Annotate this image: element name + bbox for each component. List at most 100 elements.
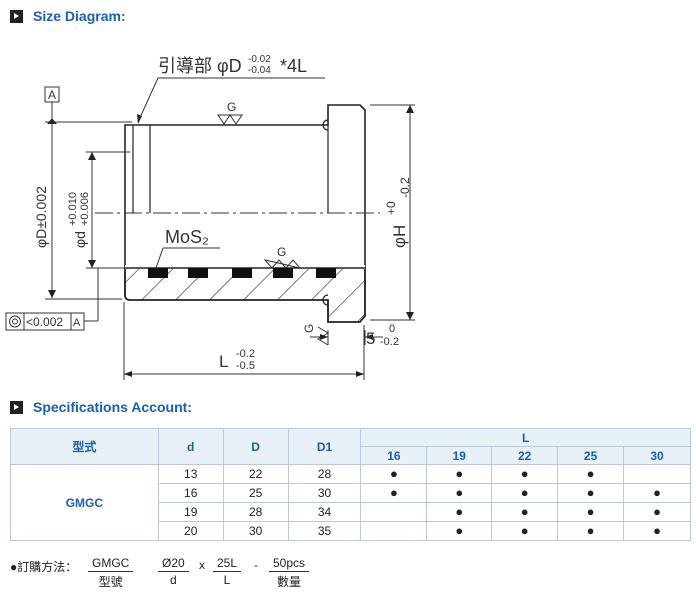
roughness-icon	[317, 326, 329, 346]
order-method-label: ●訂購方法：	[10, 560, 78, 574]
roughness-icon	[263, 259, 302, 269]
length-tol-lower: -0.5	[236, 360, 255, 372]
header-L: L	[360, 428, 691, 447]
cell-D: 25	[222, 483, 289, 503]
header-l-value: 22	[491, 446, 559, 465]
phi-small-d-tol-upper: +0.010	[67, 192, 79, 226]
leader-label: 引導部 φD	[158, 56, 242, 76]
order-part-caption: 型號	[98, 575, 123, 589]
phi-h-tol-upper: +0	[384, 201, 398, 215]
lubricant-leader	[155, 247, 164, 269]
order-part-value: GMGC	[88, 556, 134, 572]
cell-D: 30	[222, 521, 289, 541]
roughness-label-mid: G	[277, 245, 286, 259]
header-model: 型式	[10, 428, 159, 465]
specifications-table: 型式 d D D1 L 16 19 22 25 30 GMGC 13 22 28…	[10, 428, 691, 541]
concentricity-datum: A	[73, 317, 81, 329]
cell-D: 22	[222, 464, 289, 484]
arrow-right-icon	[10, 400, 23, 414]
availability-dot: ●	[623, 483, 691, 503]
leader-tol-lower: -0.04	[248, 65, 271, 76]
length-dimension: L	[219, 352, 228, 371]
concentricity-tolerance: <0.002	[26, 315, 63, 329]
availability-dot: ●	[426, 464, 493, 484]
order-part-caption: L	[223, 573, 231, 587]
order-part-model: GMGC 型號	[88, 556, 134, 590]
size-diagram-header: Size Diagram:	[10, 8, 126, 24]
availability-dot: ●	[360, 464, 428, 484]
availability-dot: ●	[491, 483, 559, 503]
order-part-quantity: 50pcs 數量	[269, 556, 310, 590]
section-hatch	[124, 267, 366, 323]
availability-dot: ●	[491, 502, 559, 522]
model-cell: GMGC	[10, 464, 159, 541]
order-separator: -	[254, 558, 258, 572]
order-part-diameter: Ø20 d	[158, 556, 189, 587]
availability-dot: ●	[426, 521, 493, 541]
phi-small-d-dimension: φd	[72, 231, 88, 248]
availability-dot	[623, 464, 691, 484]
availability-dot	[360, 502, 428, 522]
roughness-label-side: G	[302, 324, 316, 333]
length-tol-upper: -0.2	[236, 348, 255, 360]
flange-notch	[322, 119, 329, 131]
cell-d: 13	[157, 464, 224, 484]
lubricant-plug	[232, 268, 252, 278]
order-part-caption: 數量	[277, 575, 302, 589]
cell-d: 19	[157, 502, 224, 522]
availability-dot: ●	[360, 483, 428, 503]
table-row: 16 25 30 ● ● ● ● ●	[11, 483, 691, 503]
header-D1: D1	[287, 428, 362, 465]
flange-dimension: 5	[366, 329, 375, 348]
availability-dot	[360, 521, 428, 541]
order-part-value: Ø20	[158, 556, 189, 572]
cell-D1: 34	[287, 502, 362, 522]
phi-h-tol-lower: -0.2	[398, 177, 412, 198]
phi-d-dimension: φD±0.002	[33, 186, 49, 248]
lubricant-plug	[273, 268, 293, 278]
size-diagram: 引導部 φD -0.02 -0.04 *4L A φD±0.002 φd +0.…	[5, 54, 415, 380]
leader-line	[137, 77, 159, 123]
size-diagram-title: Size Diagram:	[33, 8, 126, 24]
phi-small-d-tol-lower: +0.006	[79, 192, 91, 226]
specifications-title: Specifications Account:	[33, 399, 192, 415]
header-l-value: 16	[360, 446, 428, 465]
cell-d: 16	[157, 483, 224, 503]
order-separator: x	[199, 558, 205, 572]
concentricity-icon	[9, 315, 21, 328]
lubricant-label: MoS₂	[165, 227, 209, 247]
header-d: d	[157, 428, 224, 465]
datum-triangle	[47, 118, 57, 124]
availability-dot: ●	[557, 464, 625, 484]
flange-tol-upper: 0	[389, 323, 395, 335]
header-l-value: 19	[426, 446, 493, 465]
order-part-caption: d	[170, 573, 177, 587]
cell-d: 20	[157, 521, 224, 541]
availability-dot: ●	[557, 483, 625, 503]
order-part-length: 25L L	[213, 556, 242, 587]
availability-dot: ●	[623, 521, 691, 541]
availability-dot: ●	[557, 502, 625, 522]
order-part-value: 50pcs	[269, 556, 310, 572]
availability-dot: ●	[623, 502, 691, 522]
cell-D1: 35	[287, 521, 362, 541]
header-l-value: 25	[557, 446, 625, 465]
datum-label: A	[48, 88, 56, 102]
roughness-label-top: G	[227, 100, 236, 114]
availability-dot: ●	[557, 521, 625, 541]
availability-dot: ●	[491, 521, 559, 541]
header-D: D	[222, 428, 289, 465]
arrow-right-icon	[10, 9, 23, 23]
roughness-icon	[217, 114, 243, 125]
cell-D: 28	[222, 502, 289, 522]
availability-dot: ●	[491, 464, 559, 484]
phi-h-dimension: φH	[390, 225, 409, 248]
table-row: 20 30 35 ● ● ● ●	[11, 521, 691, 541]
flange-tol-lower: -0.2	[380, 336, 399, 348]
header-l-value: 30	[623, 446, 691, 465]
cell-D1: 30	[287, 483, 362, 503]
lubricant-plugs	[148, 268, 336, 278]
availability-dot: ●	[426, 502, 493, 522]
leader-tol-upper: -0.02	[248, 54, 271, 65]
leader-suffix: *4L	[280, 56, 307, 76]
